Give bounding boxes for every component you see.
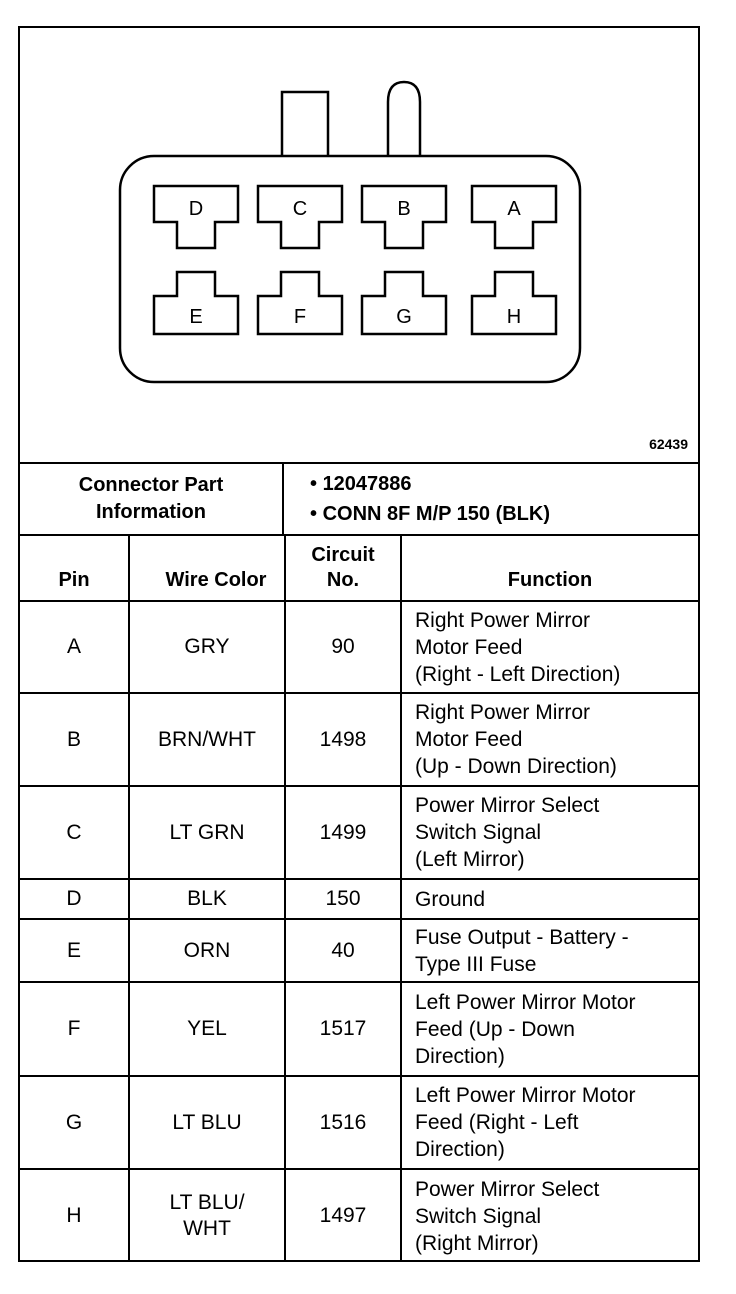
row-divider xyxy=(20,785,698,787)
column-divider xyxy=(284,536,286,1260)
circuit-number-cell: 1498 xyxy=(319,727,367,751)
row-divider xyxy=(20,692,698,694)
wire-color-cell: LT BLU xyxy=(172,1110,242,1134)
function-cell: Right Power Mirror Motor Feed (Right - L… xyxy=(415,608,621,686)
column-divider xyxy=(282,464,284,534)
function-cell: Right Power Mirror Motor Feed (Up - Down… xyxy=(415,701,617,778)
column-divider xyxy=(400,536,402,1260)
part-info-label-line2: Information xyxy=(96,501,206,523)
function-cell: Ground xyxy=(415,887,486,911)
part-info-label-line1: Connector Part xyxy=(78,474,224,496)
part-info-items: • 12047886 • CONN 8F M/P 150 (BLK) xyxy=(310,464,700,534)
pinout-sheet: D C B A E F G H 62439 Connector Part Informatio… xyxy=(18,26,700,1262)
wire-color-cell: LT BLU/ WHT xyxy=(169,1191,245,1240)
circuit-number-cell: 1499 xyxy=(319,820,367,844)
part-info-item: • 12047886 xyxy=(310,473,412,495)
pin-cell: G xyxy=(65,1110,83,1134)
wire-color-cell: YEL xyxy=(187,1017,227,1040)
pin-cavity-b xyxy=(360,184,448,250)
header-wire-color: Wire Color xyxy=(165,569,267,591)
row-divider xyxy=(20,1075,698,1077)
pin-label: B xyxy=(397,198,410,220)
header-pin: Pin xyxy=(58,569,90,591)
pin-label: A xyxy=(507,198,521,220)
pin-cavity-d xyxy=(152,184,240,250)
circuit-number-cell: 90 xyxy=(331,635,355,658)
connector-description: CONN 8F M/P 150 (BLK) xyxy=(322,503,551,525)
circuit-number-cell: 1517 xyxy=(319,1017,367,1040)
pin-cavity-h xyxy=(470,270,558,336)
header-function: Function xyxy=(507,569,593,591)
pin-cell: D xyxy=(66,887,82,910)
pin-cavity-e xyxy=(152,270,240,336)
part-info-label: Connector Part Information xyxy=(20,464,282,534)
circuit-number-cell: 1497 xyxy=(319,1204,367,1227)
connector-latch-round xyxy=(386,80,422,158)
pin-cell: A xyxy=(66,635,81,658)
function-cell: Power Mirror Select Switch Signal (Left … xyxy=(415,794,600,871)
pin-cell: H xyxy=(66,1204,82,1227)
wire-color-cell: ORN xyxy=(183,938,231,962)
row-divider xyxy=(20,534,698,536)
function-cell: Left Power Mirror Motor Feed (Up - Down … xyxy=(415,990,636,1068)
column-divider xyxy=(128,536,130,1260)
function-cell: Left Power Mirror Motor Feed (Right - Le… xyxy=(415,1084,636,1161)
function-cell: Power Mirror Select Switch Signal (Right… xyxy=(415,1177,600,1255)
pin-cavities: D C B A E F G H xyxy=(152,184,558,336)
pin-cavity-g xyxy=(360,270,448,336)
header-circuit-line1: Circuit xyxy=(311,544,375,566)
pin-label: E xyxy=(189,306,202,328)
pin-label: H xyxy=(507,306,521,328)
wire-color-cell: BRN/WHT xyxy=(158,727,256,751)
wire-color-cell: BLK xyxy=(187,887,227,910)
pin-cavity-c xyxy=(256,184,344,250)
pin-label: D xyxy=(189,198,203,220)
part-number: 12047886 xyxy=(322,473,412,495)
wire-color-cell: LT GRN xyxy=(169,820,245,844)
pin-cell: E xyxy=(66,938,81,962)
pin-cavity-a xyxy=(470,184,558,250)
row-divider xyxy=(20,918,698,920)
pin-label: C xyxy=(293,198,307,220)
circuit-number-cell: 1516 xyxy=(319,1110,367,1134)
row-divider xyxy=(20,600,698,602)
wire-color-cell: GRY xyxy=(184,635,230,658)
pin-cavity-f xyxy=(256,270,344,336)
row-divider xyxy=(20,1168,698,1170)
circuit-number-cell: 40 xyxy=(331,938,355,962)
connector-diagram: D C B A E F G H 62439 xyxy=(20,28,698,464)
part-info-item: • CONN 8F M/P 150 (BLK) xyxy=(310,503,551,525)
figure-number: 62439 xyxy=(649,436,688,452)
row-divider xyxy=(20,981,698,983)
circuit-number-cell: 150 xyxy=(325,887,361,910)
function-cell: Fuse Output - Battery - Type III Fuse xyxy=(415,925,629,976)
pin-cell: F xyxy=(67,1017,81,1040)
header-circuit-no: Circuit No. xyxy=(284,536,402,600)
header-circuit-line2: No. xyxy=(326,569,360,591)
pin-cell: C xyxy=(66,820,82,844)
pin-label: F xyxy=(294,306,306,328)
connector-face-drawing: D C B A E F G H xyxy=(118,80,582,384)
row-divider xyxy=(20,878,698,880)
connector-latch-square xyxy=(280,90,330,160)
pin-cell: B xyxy=(66,727,81,751)
pin-label: G xyxy=(396,306,412,328)
